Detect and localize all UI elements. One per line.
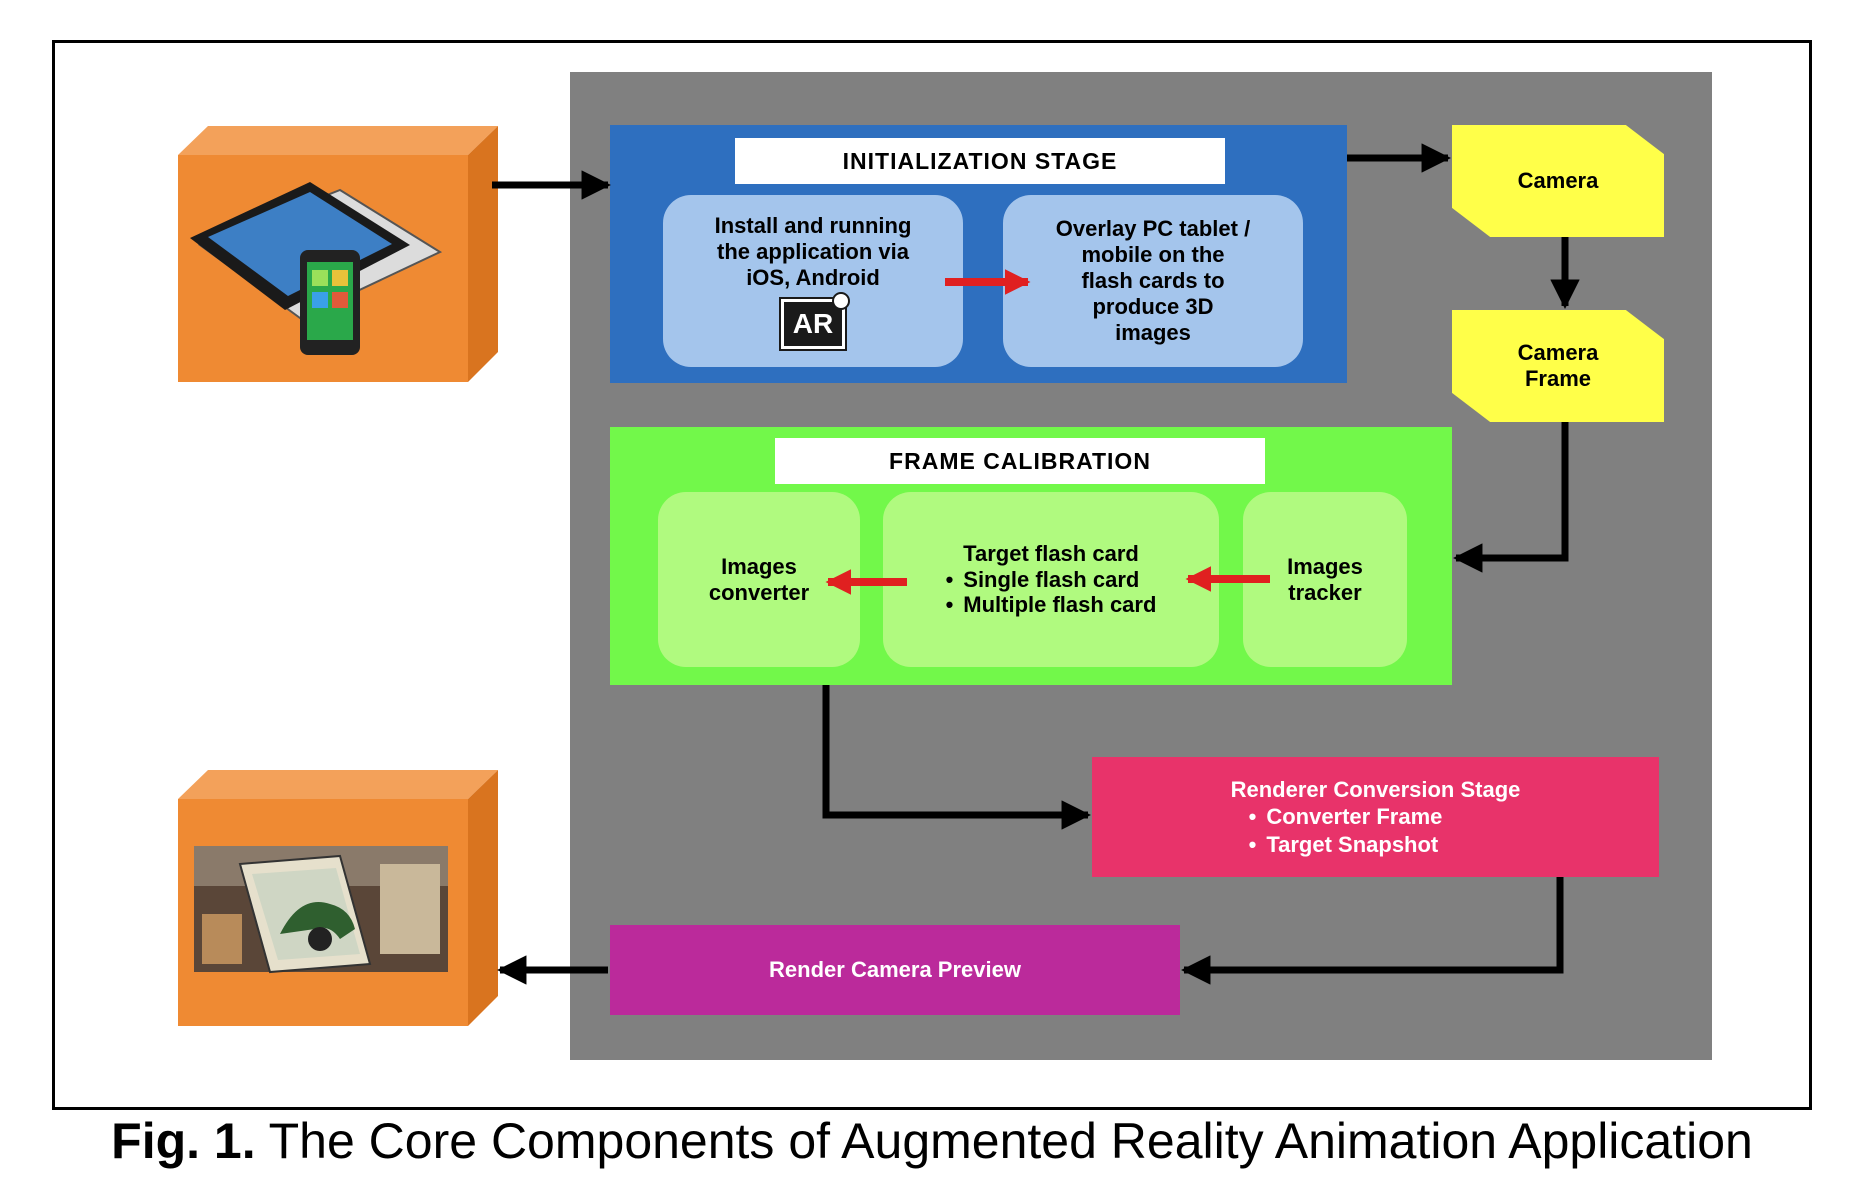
camera-frame-node: Camera Frame: [1452, 310, 1664, 422]
initialization-stage-title: INITIALIZATION STAGE: [735, 138, 1225, 184]
install-line-3: iOS, Android: [746, 264, 880, 290]
camera-frame-line-1: Camera: [1517, 339, 1599, 365]
figure-caption-text: The Core Components of Augmented Reality…: [268, 1113, 1753, 1169]
render-camera-preview-node: Render Camera Preview: [610, 925, 1180, 1015]
figure-frame: [52, 40, 1812, 1110]
ar-badge-icon: AR: [779, 291, 850, 351]
overlay-line-4: produce 3D: [1092, 293, 1214, 319]
output-device-box: [178, 770, 498, 1026]
renderer-conversion-node: Renderer Conversion Stage Converter Fram…: [1092, 757, 1659, 877]
figure-caption: Fig. 1. The Core Components of Augmented…: [0, 1112, 1864, 1170]
overlay-line-3: flash cards to: [1081, 268, 1225, 294]
install-app-node: Install and running the application via …: [663, 195, 963, 367]
images-tracker-node: Images tracker: [1243, 492, 1407, 667]
figure-number: Fig. 1.: [111, 1113, 256, 1169]
target-title: Target flash card: [963, 540, 1139, 566]
renderer-list: Converter Frame Target Snapshot: [1249, 803, 1443, 859]
target-list: Single flash card Multiple flash card: [946, 567, 1157, 619]
overlay-line-1: Overlay PC tablet /: [1055, 216, 1251, 242]
overlay-line-5: images: [1115, 319, 1191, 345]
target-item-single: Single flash card: [946, 567, 1157, 593]
renderer-item-snapshot: Target Snapshot: [1249, 831, 1443, 859]
images-converter-node: Images converter: [658, 492, 860, 667]
target-item-multiple: Multiple flash card: [946, 592, 1156, 618]
converter-line-1: Images: [721, 553, 797, 579]
target-flash-card-node: Target flash card Single flash card Mult…: [883, 492, 1219, 667]
camera-node: Camera: [1452, 125, 1664, 237]
arrow-converter-to-renderer: [822, 685, 1091, 830]
tablet-phone-icon: [190, 182, 443, 355]
ar-preview-photo-icon: [194, 846, 448, 974]
render-preview-label: Render Camera Preview: [769, 957, 1021, 982]
frame-calibration-title: FRAME CALIBRATION: [775, 438, 1265, 484]
arrow-frame-to-tracker: [1453, 422, 1569, 573]
install-line-2: the application via: [717, 238, 909, 264]
input-devices-box: [178, 126, 498, 382]
camera-label: Camera: [1517, 167, 1599, 193]
renderer-item-converter: Converter Frame: [1249, 803, 1442, 831]
arrow-renderer-to-preview: [1181, 877, 1564, 985]
tracker-line-2: tracker: [1288, 579, 1362, 605]
ar-badge-text: AR: [792, 308, 834, 340]
overlay-line-2: mobile on the: [1081, 242, 1225, 268]
renderer-title: Renderer Conversion Stage: [1230, 776, 1521, 802]
overlay-node: Overlay PC tablet / mobile on the flash …: [1003, 195, 1303, 367]
camera-frame-line-2: Frame: [1524, 366, 1592, 391]
converter-line-2: converter: [708, 579, 810, 605]
install-line-1: Install and running: [714, 213, 912, 238]
tracker-line-1: Images: [1287, 553, 1363, 579]
